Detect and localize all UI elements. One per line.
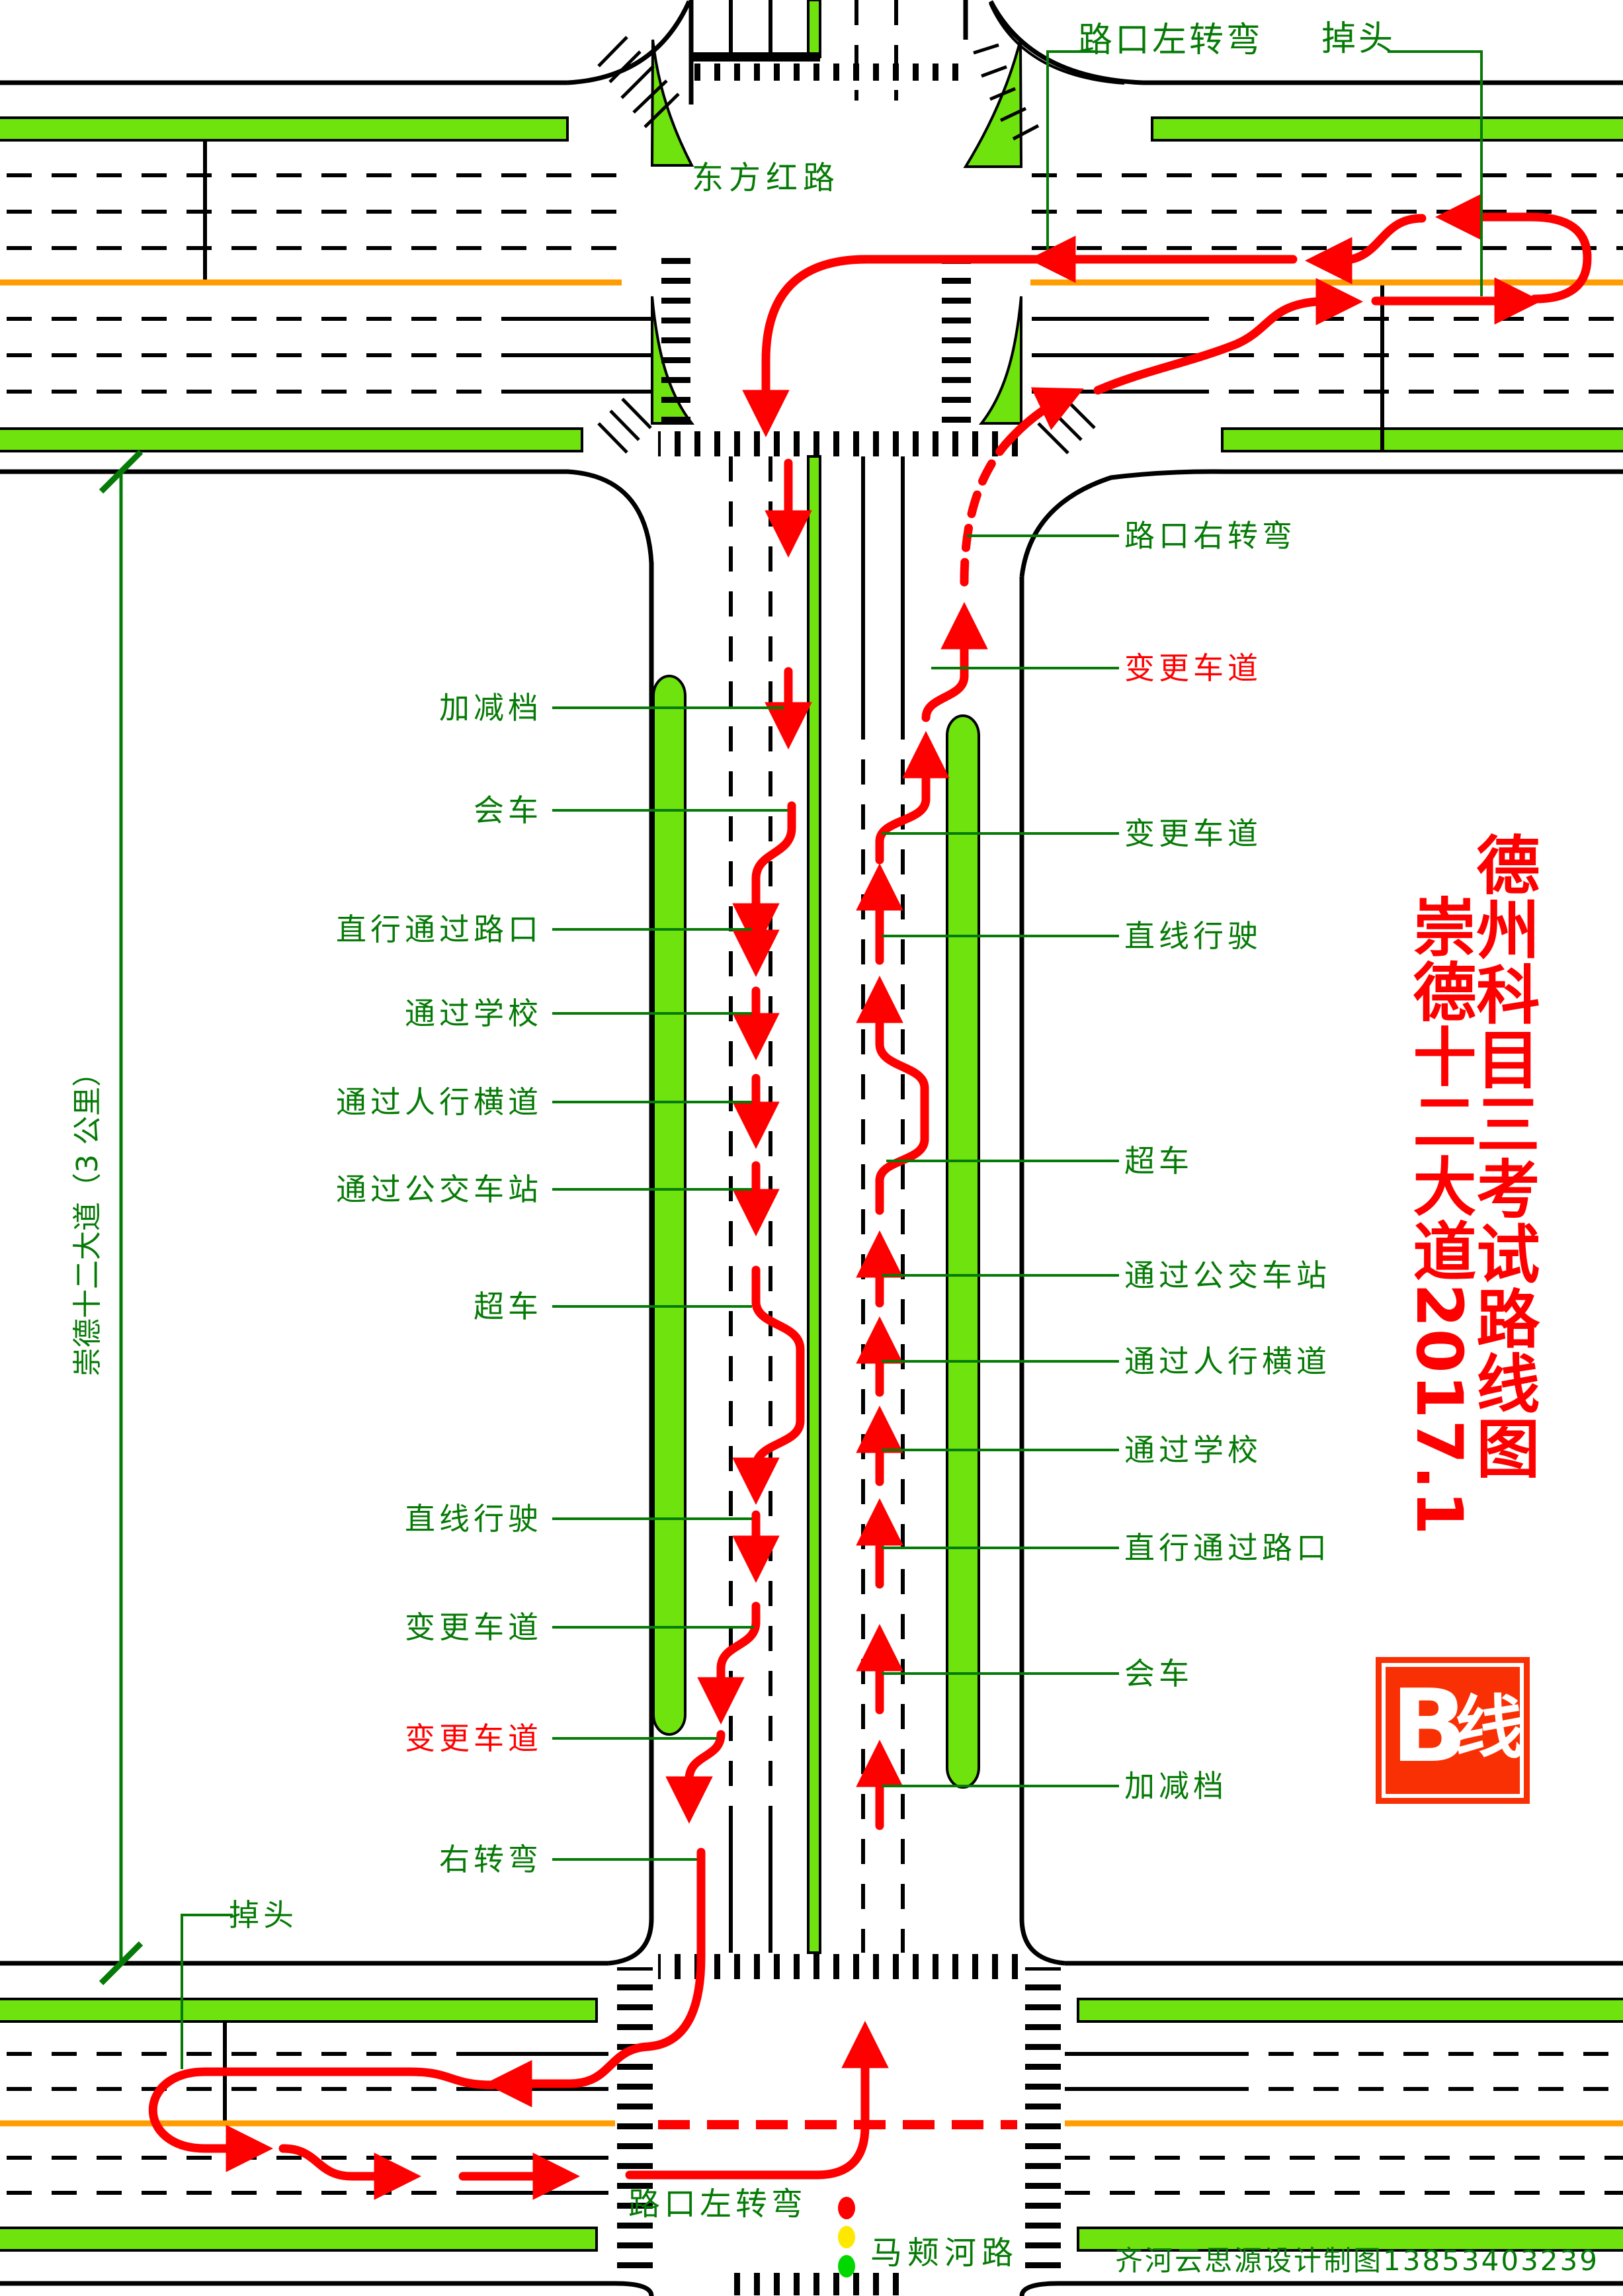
- label-renxinghengdao-l: 通过人行横道: [336, 1084, 542, 1120]
- route-u-turn-top: [1435, 193, 1592, 304]
- label-jiajiandang-l: 加减档: [439, 690, 542, 726]
- road-name-labels: 东方红路 马颊河路: [692, 159, 1019, 2272]
- label-zhixianxingshi-l: 直线行驶: [405, 1501, 542, 1537]
- label-youzhuanwan-l: 右转弯: [439, 1842, 542, 1877]
- main-title: 德州科目三考试路线图: [1465, 832, 1540, 1480]
- label-huiche-r: 会车: [1124, 1656, 1193, 1691]
- right-label-column: 路口右转弯 变更车道 变更车道 直线行驶 超车 通过公交车站 通过人行横道 通过…: [1124, 518, 1331, 1804]
- route-overtake-left: [732, 1265, 805, 1506]
- label-biangengchedao-r2: 变更车道: [1124, 816, 1262, 851]
- route-left-turn-top: [742, 255, 1298, 438]
- sub-title: 崇德十二大道2017.1: [1401, 894, 1476, 1537]
- lane-markings-solid: [203, 0, 1384, 2195]
- crosswalks: [617, 64, 1061, 2295]
- stub-median-strip: [807, 0, 821, 58]
- label-biangengchedao-r1: 变更车道: [1124, 650, 1262, 686]
- label-xuexiao-r: 通过学校: [1124, 1432, 1262, 1468]
- label-jiajiandang-r: 加减档: [1124, 1768, 1228, 1804]
- island-ne: [963, 39, 1023, 168]
- designer-credit: 齐河云思源设计制图13853403239: [1115, 2244, 1599, 2277]
- route-left-turn-bottom: [625, 2020, 889, 2180]
- label-chaoche-r: 超车: [1124, 1143, 1193, 1179]
- label-zhixing-lukou-r: 直行通过路口: [1124, 1530, 1331, 1566]
- top-annotation-labels: 路口左转弯 掉头: [1078, 19, 1395, 60]
- top-u-turn-label: 掉头: [1321, 19, 1395, 59]
- island-se: [978, 296, 1022, 425]
- route-overtake-right: [856, 975, 929, 1215]
- label-leaders: [181, 50, 1483, 2069]
- exam-route: [148, 193, 1592, 2200]
- b-line-badge: B 线: [1376, 1657, 1530, 1804]
- dimension-line: [99, 449, 144, 1986]
- bottom-u-turn-label: 掉头: [229, 1897, 298, 1933]
- label-renxinghengdao-r: 通过人行横道: [1124, 1343, 1331, 1379]
- center-median-strip: [807, 455, 821, 1954]
- label-lukou-youzhuanwan-r: 路口右转弯: [1124, 518, 1296, 554]
- badge-letter: B: [1391, 1668, 1468, 1785]
- label-zhixing-lukou-l: 直行通过路口: [336, 912, 542, 947]
- label-chaoche-l: 超车: [474, 1289, 542, 1324]
- top-left-turn-label: 路口左转弯: [1078, 21, 1263, 60]
- label-gongjiaochezhan-r: 通过公交车站: [1124, 1257, 1331, 1293]
- route-u-turn-bottom: [148, 2067, 497, 2172]
- top-road-name: 东方红路: [692, 159, 840, 196]
- left-label-column: 加减档 会车 直行通过路口 通过学校 通过人行横道 通过公交车站 超车 直线行驶…: [336, 690, 542, 1877]
- route-right-turn-bottom: [484, 1848, 706, 2107]
- label-huiche-l: 会车: [474, 792, 542, 828]
- label-xuexiao-l: 通过学校: [405, 996, 542, 1031]
- route-corner-right-turn: [960, 440, 1010, 587]
- label-gongjiaochezhan-l: 通过公交车站: [336, 1171, 542, 1207]
- bottom-left-turn-label: 路口左转弯: [628, 2186, 807, 2223]
- lane-markings-dashed: [7, 0, 1623, 2195]
- label-biangengchedao-l2: 变更车道: [405, 1721, 542, 1756]
- label-zhixianxingshi-r: 直线行驶: [1124, 918, 1262, 954]
- traffic-light-icon: [838, 2197, 855, 2277]
- label-biangengchedao-l1: 变更车道: [405, 1609, 542, 1645]
- bottom-road-name: 马颊河路: [870, 2234, 1019, 2272]
- badge-suffix: 线: [1455, 1687, 1524, 1768]
- dimension-text: 崇德十二大道（3 公里）: [71, 1058, 104, 1377]
